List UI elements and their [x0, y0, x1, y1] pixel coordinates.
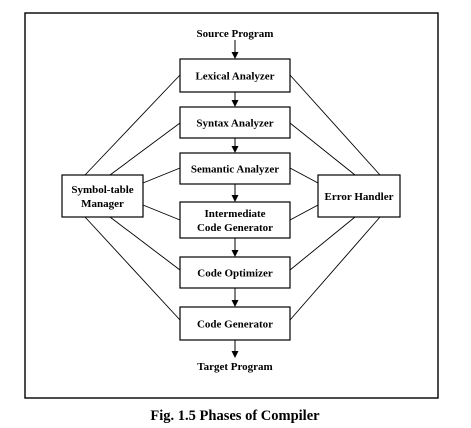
- side-box: [61, 174, 144, 218]
- side-label-line-2: Manager: [81, 198, 124, 210]
- phase-box: [179, 106, 291, 139]
- phase-code-generator: Code Generator: [179, 306, 291, 341]
- connector-lines: [84, 74, 381, 321]
- phase-intermediate-code-generator: Intermediate Code Generator: [179, 201, 291, 239]
- error-to-syntax: [289, 122, 356, 176]
- phase-label-line-1: Intermediate: [204, 208, 265, 220]
- error-to-semantic: [289, 167, 319, 184]
- error-to-intermediate: [289, 204, 319, 221]
- source-program-label: Source Program: [197, 28, 274, 40]
- phase-box: [179, 58, 291, 93]
- phase-box: [179, 201, 291, 239]
- target-program-label: Target Program: [197, 361, 272, 373]
- symbol-to-lexical: [84, 74, 181, 176]
- symbol-to-syntax: [109, 122, 181, 176]
- symbol-table-manager: Symbol-table Manager: [61, 174, 144, 218]
- phase-syntax-analyzer: Syntax Analyzer: [179, 106, 291, 139]
- phase-box: [179, 152, 291, 185]
- phase-box: [179, 306, 291, 341]
- diagram-frame: [24, 12, 439, 399]
- side-label-line-1: Symbol-table: [71, 184, 133, 196]
- symbol-to-intermediate: [142, 204, 181, 221]
- symbol-to-optimizer: [109, 216, 181, 271]
- phase-code-optimizer: Code Optimizer: [179, 256, 291, 289]
- symbol-to-generator: [84, 216, 181, 321]
- phase-label: Syntax Analyzer: [196, 118, 273, 130]
- phase-box: [179, 256, 291, 289]
- phase-label-line-2: Code Generator: [197, 222, 273, 234]
- error-to-generator: [289, 216, 381, 321]
- phase-lexical-analyzer: Lexical Analyzer: [179, 58, 291, 93]
- figure-caption: Fig. 1.5 Phases of Compiler: [150, 408, 320, 424]
- error-to-optimizer: [289, 216, 356, 271]
- phase-label: Semantic Analyzer: [191, 164, 279, 176]
- phase-label: Code Optimizer: [197, 268, 273, 280]
- side-box: [317, 174, 401, 218]
- phase-label: Lexical Analyzer: [195, 71, 274, 83]
- error-handler: Error Handler: [317, 174, 401, 218]
- phase-semantic-analyzer: Semantic Analyzer: [179, 152, 291, 185]
- side-label: Error Handler: [325, 191, 394, 203]
- symbol-to-semantic: [142, 167, 181, 184]
- phase-label: Code Generator: [197, 319, 273, 331]
- error-to-lexical: [289, 74, 381, 176]
